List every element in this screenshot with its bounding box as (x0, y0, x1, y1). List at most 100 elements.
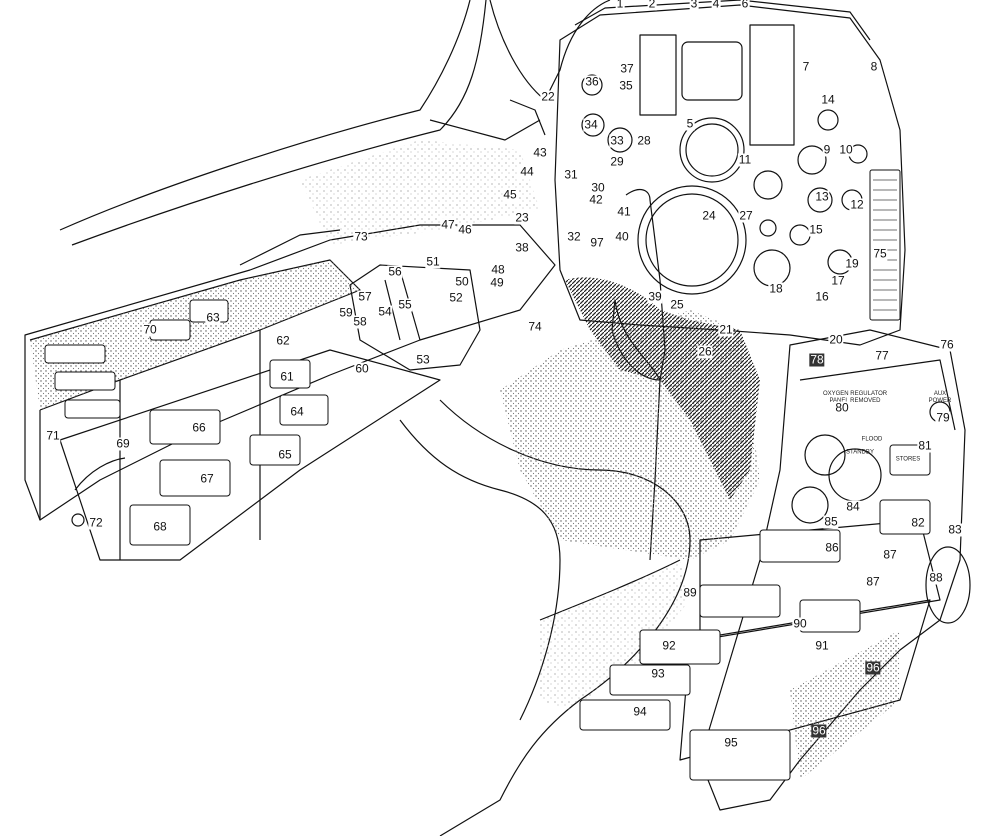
callout-6: 6 (740, 0, 750, 11)
callout-37: 37 (619, 61, 635, 76)
panel-89 (699, 584, 781, 618)
callout-70: 70 (142, 322, 158, 337)
callout-64: 64 (289, 404, 305, 419)
callout-10: 10 (838, 142, 854, 157)
gauge-34 (581, 113, 605, 137)
canopy-rail (429, 119, 541, 141)
gauge-14 (817, 109, 839, 131)
panel-75-grille (869, 169, 901, 321)
panel-92 (639, 629, 721, 665)
callout-63: 63 (205, 310, 221, 325)
callout-24: 24 (701, 208, 717, 223)
panel-93 (609, 664, 691, 696)
callout-90: 90 (792, 616, 808, 631)
flood-legend: FLOOD (861, 436, 883, 443)
panel-81 (889, 444, 931, 476)
seat-stipple (540, 560, 690, 710)
handle-22 (509, 99, 546, 136)
standby-legend: STANDBY (846, 449, 874, 456)
gauge-15 (789, 224, 811, 246)
callout-32: 32 (566, 229, 582, 244)
panel-67 (159, 459, 231, 497)
gauge-27 (759, 219, 777, 237)
seat-cushion (539, 559, 681, 621)
callout-43: 43 (532, 145, 548, 160)
callout-30: 30 (590, 180, 606, 195)
trim-wheel-88 (925, 546, 971, 624)
callout-57: 57 (357, 289, 373, 304)
dark-floor-well (565, 277, 760, 500)
callout-9: 9 (822, 142, 832, 157)
callout-61: 61 (279, 369, 295, 384)
panel-90 (799, 599, 861, 633)
hsi-bezel (679, 117, 745, 183)
callout-74: 74 (527, 319, 543, 334)
callout-48: 48 (490, 262, 506, 277)
callout-85: 85 (823, 514, 839, 529)
callout-22: 22 (540, 89, 556, 104)
callout-89: 89 (682, 585, 698, 600)
stores-legend: STORES (895, 456, 921, 463)
callout-2: 2 (647, 0, 657, 11)
callout-68: 68 (152, 519, 168, 534)
gauge-36 (581, 74, 603, 96)
panel-96-dark (790, 630, 900, 780)
knob-72 (71, 513, 85, 527)
hsi-dial (685, 123, 739, 177)
callout-77: 77 (874, 348, 890, 363)
gauge-9 (797, 145, 827, 175)
canopy-jack (239, 229, 341, 266)
callout-87a: 87 (882, 547, 898, 562)
left-console-lower (59, 349, 441, 561)
callout-91: 91 (814, 638, 830, 653)
callout-51: 51 (425, 254, 441, 269)
callout-39: 39 (647, 289, 663, 304)
callout-75: 75 (872, 246, 888, 261)
gauge-33 (607, 127, 633, 153)
adi-bezel (637, 185, 747, 295)
callout-11: 11 (737, 152, 753, 167)
callout-45: 45 (502, 187, 518, 202)
callout-46: 46 (457, 222, 473, 237)
callout-72: 72 (88, 515, 104, 530)
callout-13: 13 (814, 189, 830, 204)
attitude-indicator (681, 41, 743, 101)
gauge-80 (804, 434, 846, 476)
callout-19: 19 (844, 256, 860, 271)
instrument-panel-outline (554, 4, 906, 346)
callout-47: 47 (440, 217, 456, 232)
callout-96b: 96 (811, 723, 827, 738)
callout-18: 18 (768, 281, 784, 296)
canopy-frame-inner (71, 0, 487, 246)
callout-54: 54 (377, 304, 393, 319)
callout-23: 23 (514, 210, 530, 225)
callout-42: 42 (588, 192, 604, 207)
callout-58: 58 (352, 314, 368, 329)
callout-92: 92 (661, 638, 677, 653)
callout-25: 25 (669, 297, 685, 312)
callout-7: 7 (801, 59, 811, 74)
canopy-frame-left (59, 0, 471, 231)
callout-20: 20 (828, 332, 844, 347)
callout-26: 26 (697, 344, 713, 359)
tape-instrument-left (639, 34, 677, 116)
callout-76: 76 (939, 337, 955, 352)
callout-17: 17 (830, 273, 846, 288)
left-sidewall-stipple (300, 140, 540, 245)
callout-55: 55 (397, 297, 413, 312)
callout-53: 53 (415, 352, 431, 367)
callout-67: 67 (199, 471, 215, 486)
callout-78: 78 (809, 352, 825, 367)
callout-52: 52 (448, 290, 464, 305)
callout-1: 1 (615, 0, 625, 11)
panel-86 (759, 529, 841, 563)
callout-15: 15 (808, 222, 824, 237)
callout-97: 97 (589, 235, 605, 250)
callout-16: 16 (814, 289, 830, 304)
callout-59: 59 (338, 305, 354, 320)
callout-96a: 96 (865, 660, 881, 675)
callout-62: 62 (275, 333, 291, 348)
callout-33: 33 (609, 133, 625, 148)
callout-44: 44 (519, 164, 535, 179)
callout-3: 3 (689, 0, 699, 11)
